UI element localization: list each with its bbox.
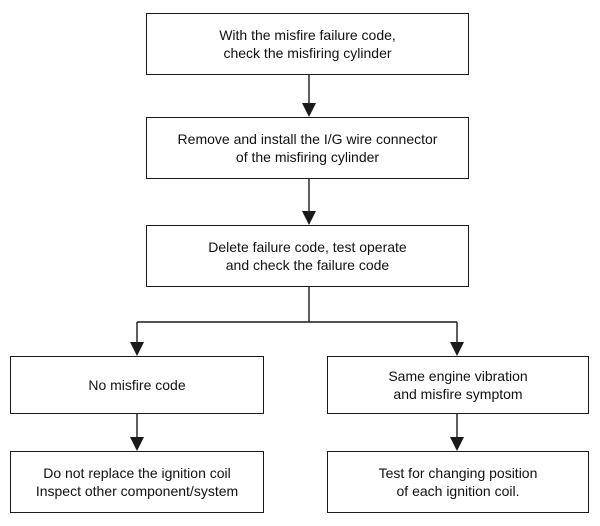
arrowhead-branch-to-5 [450, 342, 464, 356]
arrowhead-1-to-2 [302, 103, 316, 117]
step-text: With the misfire failure code, check the… [219, 27, 396, 61]
arrowhead-5-to-7 [450, 437, 464, 451]
outcome-same-symptom: Same engine vibration and misfire sympto… [327, 356, 589, 414]
step-text: Do not replace the ignition coil Inspect… [35, 465, 239, 499]
step-delete-failure-code: Delete failure code, test operate and ch… [146, 225, 469, 287]
step-reinstall-ig-connector: Remove and install the I/G wire connecto… [146, 117, 469, 179]
step-text: Delete failure code, test operate and ch… [208, 239, 407, 273]
arrowhead-branch-to-4 [130, 342, 144, 356]
arrowhead-2-to-3 [302, 211, 316, 225]
step-text: Same engine vibration and misfire sympto… [388, 368, 528, 402]
step-text: No misfire code [88, 377, 186, 393]
step-check-misfiring-cylinder: With the misfire failure code, check the… [146, 13, 469, 75]
step-text: Test for changing position of each ignit… [378, 465, 538, 499]
arrowhead-4-to-6 [130, 437, 144, 451]
action-do-not-replace-coil: Do not replace the ignition coil Inspect… [10, 451, 264, 513]
outcome-no-misfire-code: No misfire code [10, 356, 264, 414]
action-test-coil-position: Test for changing position of each ignit… [327, 451, 589, 513]
step-text: Remove and install the I/G wire connecto… [177, 131, 438, 165]
